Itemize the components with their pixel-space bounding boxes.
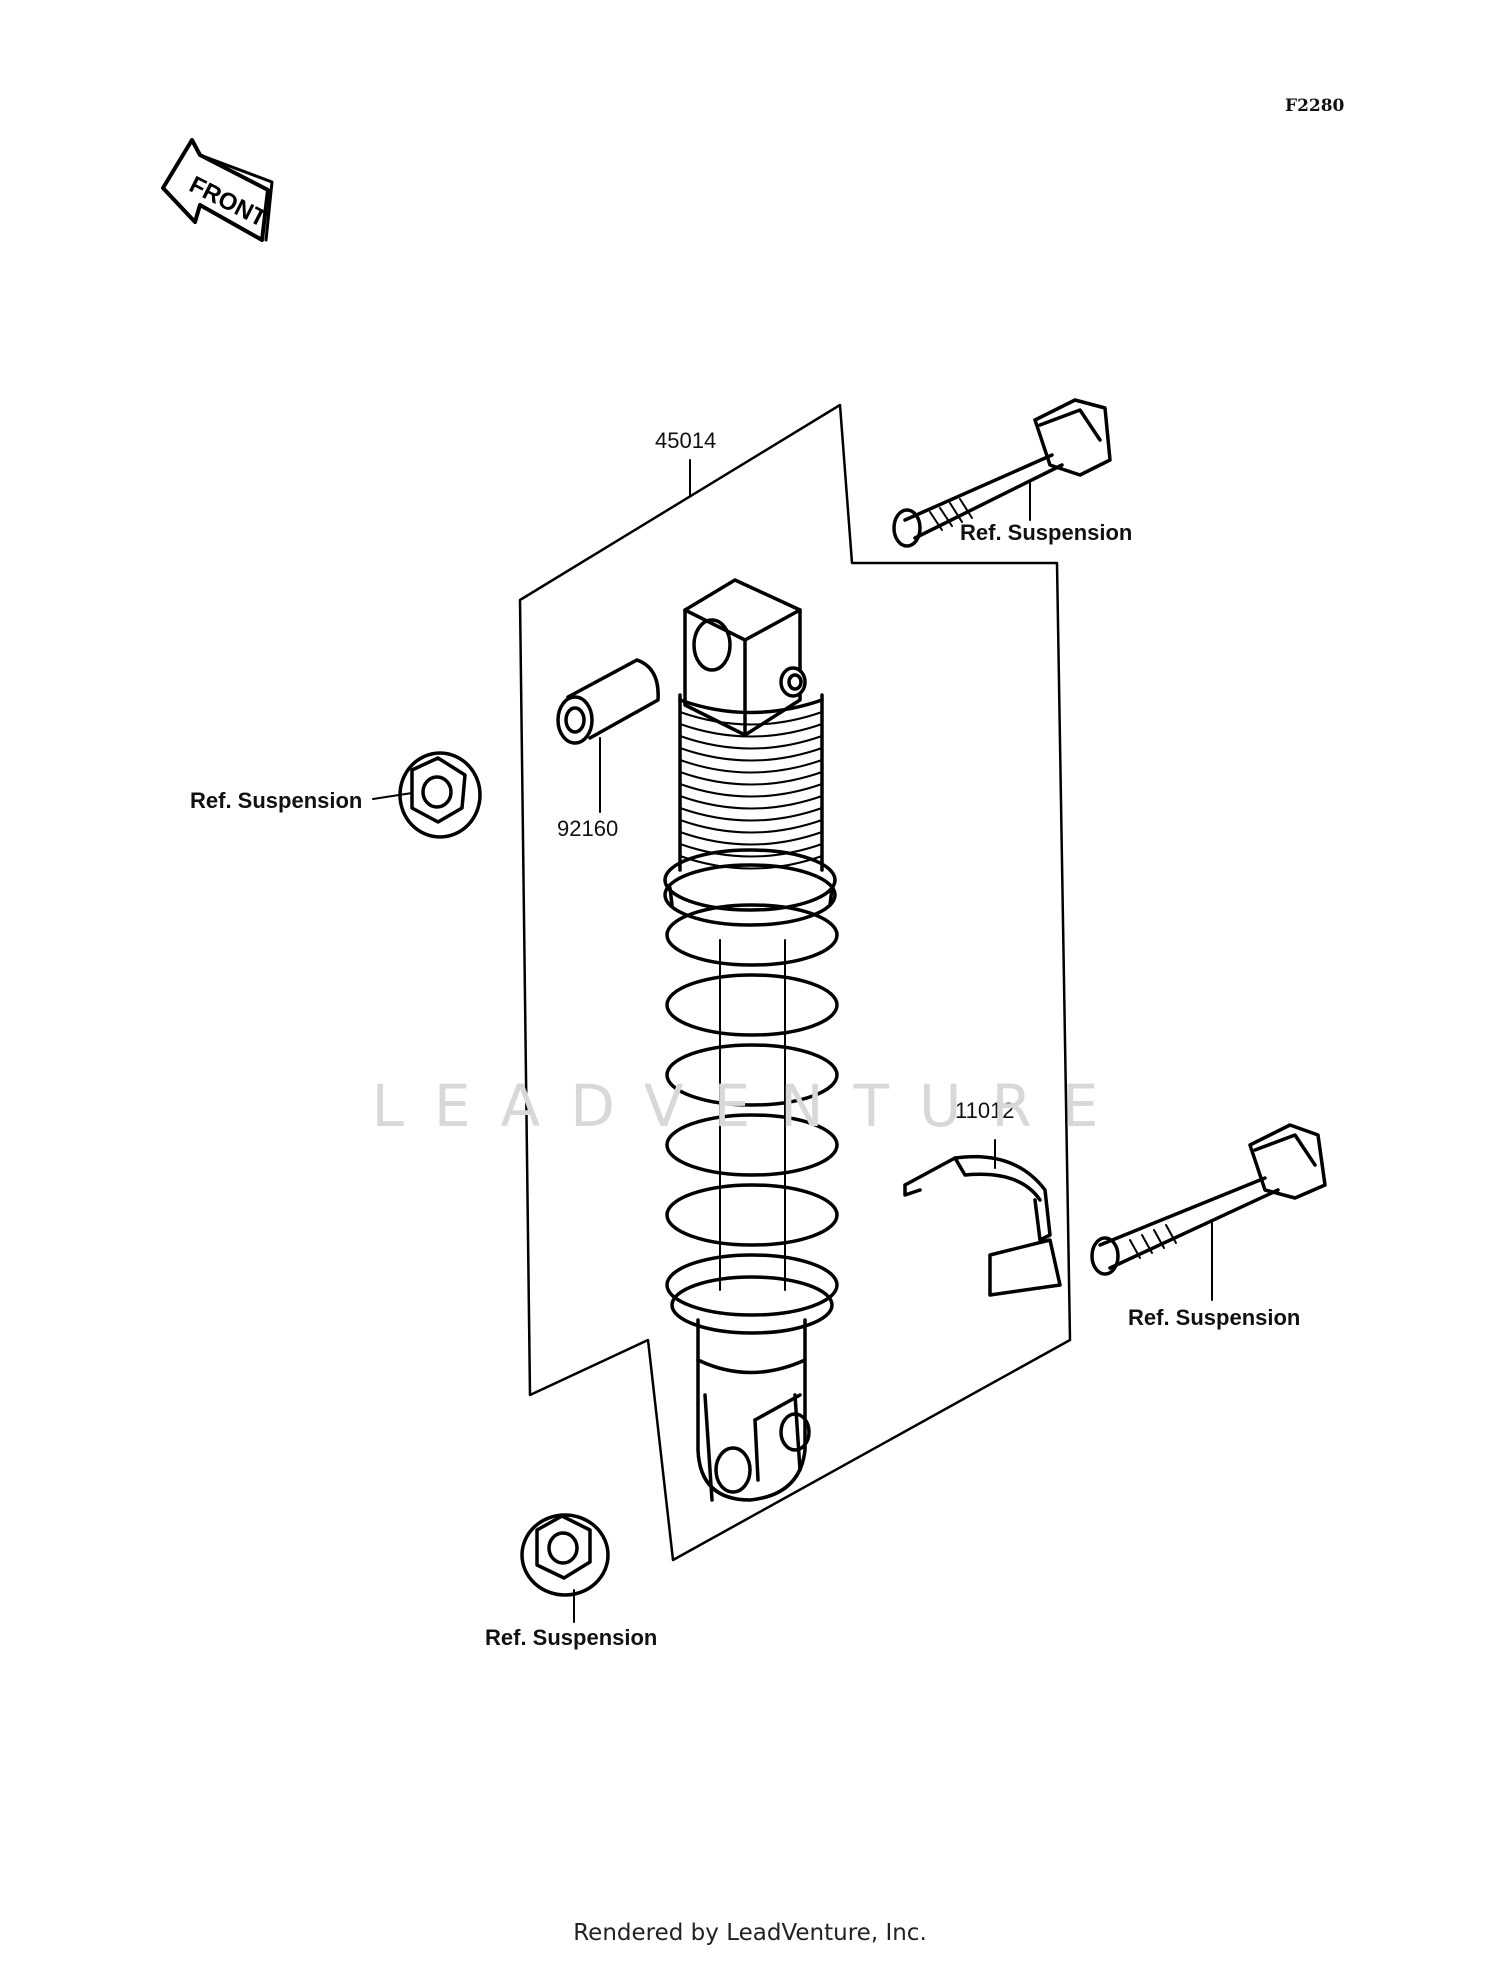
bolt-top (892, 398, 1112, 548)
shock-absorber (663, 578, 839, 1502)
figure-number: F2280 (1285, 96, 1345, 116)
bushing (556, 658, 660, 813)
bolt-right (1090, 1123, 1327, 1301)
assembly-outline (518, 403, 1072, 1562)
watermark: LEADVENTURE (371, 1072, 1129, 1140)
callout-nut-left: Ref. Suspension (190, 788, 363, 813)
nut-bottom (520, 1513, 610, 1623)
clamp (903, 1139, 1062, 1297)
front-label: FRONT (185, 171, 271, 233)
callout-bolt-top: Ref. Suspension (960, 520, 1133, 545)
footer-credit: Rendered by LeadVenture, Inc. (573, 1920, 927, 1946)
nut-left (372, 751, 482, 839)
callout-bolt-right: Ref. Suspension (1128, 1305, 1301, 1330)
callout-11012: 11012 (955, 1098, 1015, 1123)
callout-92160: 92160 (557, 816, 619, 841)
front-arrow-icon: FRONT (161, 138, 274, 242)
callout-45014: 45014 (655, 428, 717, 453)
callout-nut-bottom: Ref. Suspension (485, 1625, 658, 1650)
